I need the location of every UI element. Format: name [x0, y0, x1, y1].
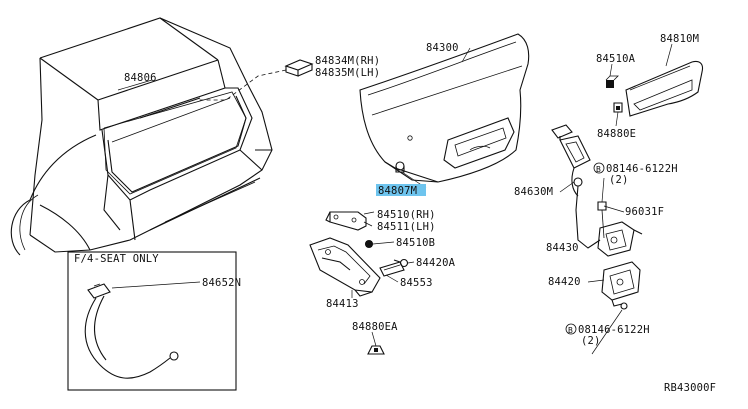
highlight-84807m [376, 184, 426, 196]
label-08146-top-qty: (2) [609, 174, 629, 186]
hinge-84413 [309, 237, 381, 297]
label-84834m: 84834M(RH) [315, 55, 380, 67]
dash-line-clip [198, 69, 287, 101]
leader-lines [111, 43, 673, 355]
label-84880e: 84880E [597, 128, 636, 140]
clip-84880ea [367, 345, 385, 355]
label-84430: 84430 [546, 242, 579, 254]
torsion-bar-84553 [379, 261, 405, 277]
bolt-84420a [393, 258, 409, 268]
hinge-84510 [325, 211, 367, 231]
label-84807m[interactable]: 84807M [378, 185, 417, 197]
label-84652n: 84652N [202, 277, 241, 289]
label-84630m: 84630M [514, 186, 553, 198]
inset-title: F/4-SEAT ONLY [74, 253, 159, 265]
label-84880ea: 84880EA [352, 321, 398, 333]
clip-84880e [613, 102, 623, 113]
clip-84834m [284, 59, 314, 77]
inset-box [67, 251, 237, 391]
trunk-lid-84300 [359, 33, 530, 183]
bolt-symbol-top-letter: B [596, 165, 601, 174]
striker-84420 [601, 261, 641, 307]
label-84420a: 84420A [416, 257, 456, 269]
weatherstrip-84806 [103, 91, 247, 195]
finisher-84810m [625, 60, 704, 117]
bolt-84510b [364, 239, 374, 249]
label-08146-bottom-qty: (2) [581, 335, 601, 347]
label-84553: 84553 [400, 277, 433, 289]
label-84511lh: 84511(LH) [377, 221, 436, 233]
label-84420: 84420 [548, 276, 581, 288]
car-rear-body [10, 17, 273, 256]
latch-84430 [597, 221, 643, 257]
diagram-code: RB43000F [664, 382, 716, 394]
bolt-symbol-bottom [565, 323, 577, 335]
label-84413: 84413 [326, 298, 359, 310]
label-08146-bottom: 08146-6122H [578, 324, 650, 336]
clip-84510a [605, 75, 619, 88]
label-84806: 84806 [124, 72, 157, 84]
label-84835m: 84835M(LH) [315, 67, 380, 79]
lock-cylinder-84630m [551, 124, 601, 249]
bolt-96031f [597, 201, 607, 239]
label-08146-top: 08146-6122H [606, 163, 678, 175]
label-84510b: 84510B [396, 237, 435, 249]
bolt-symbol-top [593, 162, 605, 174]
bolt-08146-bottom [620, 302, 628, 310]
label-84300: 84300 [426, 42, 459, 54]
label-96031f: 96031F [625, 206, 664, 218]
label-84810m: 84810M [660, 33, 699, 45]
label-84510rh: 84510(RH) [377, 209, 436, 221]
bumper-84807m [395, 161, 405, 173]
bolt-symbol-bottom-letter: B [568, 326, 573, 335]
label-84510a: 84510A [596, 53, 636, 65]
